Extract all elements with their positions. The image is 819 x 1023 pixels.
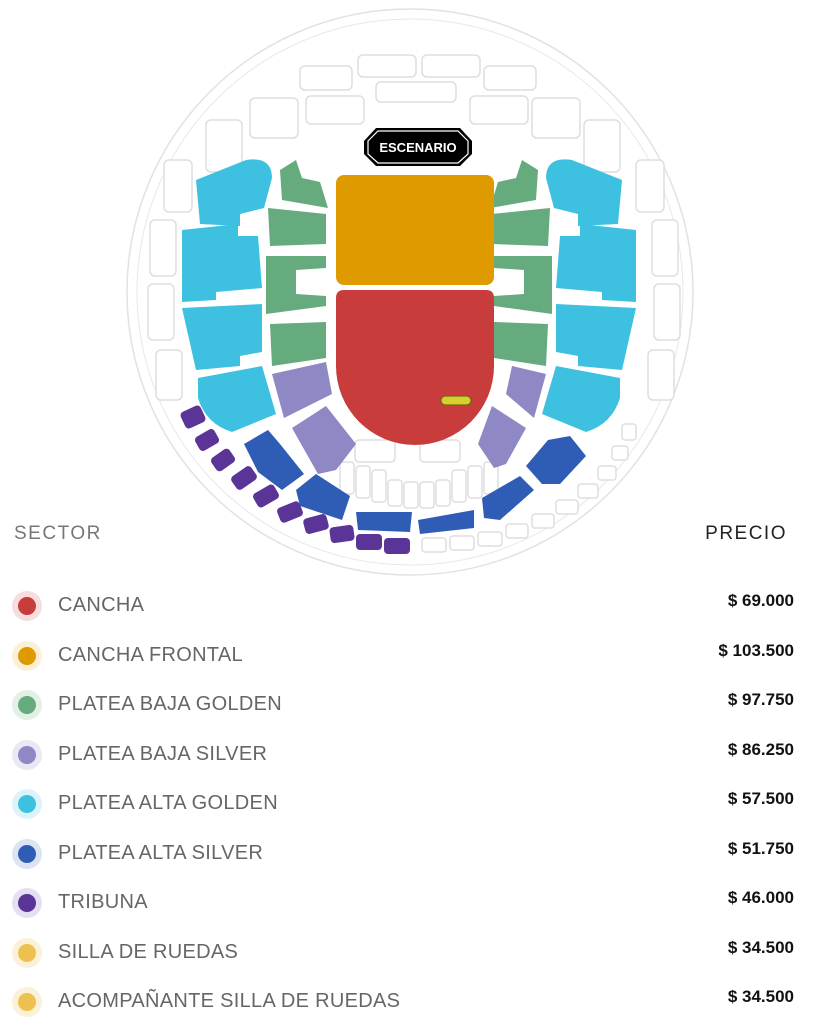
- sector-price: $ 97.750: [727, 690, 794, 709]
- sector-row[interactable]: SILLA DE RUEDAS $ 34.500: [0, 934, 819, 974]
- sector-platea-baja-golden[interactable]: [266, 160, 552, 366]
- sector-color-dot: [18, 745, 36, 764]
- sector-platea-alta-golden[interactable]: [182, 159, 636, 432]
- sector-color-dot: [18, 597, 36, 615]
- sector-platea-alta-silver[interactable]: [244, 430, 586, 534]
- sector-color-dot: [18, 696, 36, 714]
- sector-row[interactable]: ACOMPAÑANTE SILLA DE RUEDAS $ 34.500: [0, 983, 819, 1023]
- sector-row[interactable]: PLATEA BAJA GOLDEN $ 97.750: [0, 686, 819, 726]
- sector-color-dot: [18, 646, 36, 665]
- sector-color-swatch: [12, 690, 42, 720]
- sector-color-swatch: [12, 888, 42, 918]
- sector-color-dot: [18, 795, 36, 813]
- sector-price: $ 34.500: [727, 937, 794, 957]
- sector-color-swatch: [12, 789, 42, 819]
- stage: ESCENARIO: [364, 128, 472, 166]
- sector-color-swatch: [12, 640, 42, 671]
- sector-price: $ 69.000: [727, 591, 794, 610]
- sector-color-swatch: [12, 838, 42, 869]
- sector-name: PLATEA BAJA GOLDEN: [58, 693, 283, 715]
- stage-label: ESCENARIO: [379, 140, 456, 155]
- sector-row[interactable]: PLATEA ALTA GOLDEN $ 57.500: [0, 785, 819, 825]
- sector-row[interactable]: CANCHA $ 69.000: [0, 587, 819, 627]
- sector-price: $ 46.000: [727, 888, 794, 907]
- sector-price: $ 103.500: [718, 640, 794, 660]
- venue-map: ESCENARIO: [126, 8, 694, 576]
- sector-name: TRIBUNA: [58, 891, 148, 913]
- sector-color-dot: [18, 844, 36, 863]
- sector-name: PLATEA BAJA SILVER: [58, 742, 268, 765]
- sector-name: PLATEA ALTA SILVER: [58, 841, 264, 864]
- price-column-header: PRECIO: [705, 523, 787, 544]
- unavailable-sections-top: [147, 54, 681, 401]
- sector-cancha-frontal[interactable]: [336, 175, 494, 285]
- sector-color-swatch: [12, 937, 42, 968]
- sector-price: $ 86.250: [727, 739, 794, 759]
- sector-price: $ 51.750: [727, 838, 794, 858]
- sector-name: SILLA DE RUEDAS: [58, 940, 239, 963]
- sector-column-header: SECTOR: [14, 523, 102, 544]
- sector-cancha[interactable]: [336, 290, 494, 445]
- sector-name: CANCHA: [58, 594, 145, 616]
- sector-color-swatch: [12, 987, 42, 1017]
- sector-platea-baja-silver[interactable]: [272, 362, 546, 474]
- sector-price: $ 57.500: [727, 789, 794, 808]
- sector-color-swatch: [12, 739, 42, 770]
- sector-row[interactable]: CANCHA FRONTAL $ 103.500: [0, 637, 819, 677]
- sector-color-swatch: [12, 591, 42, 621]
- sector-color-dot: [18, 943, 36, 962]
- sector-price: $ 34.500: [727, 987, 794, 1006]
- sector-name: CANCHA FRONTAL: [58, 643, 243, 666]
- unavailable-sections-bottom: [339, 423, 637, 553]
- sector-color-dot: [18, 894, 36, 912]
- sector-row[interactable]: PLATEA ALTA SILVER $ 51.750: [0, 835, 819, 875]
- sector-row[interactable]: PLATEA BAJA SILVER $ 86.250: [0, 736, 819, 776]
- accessible-platform-marker[interactable]: [440, 395, 472, 406]
- sector-color-dot: [18, 993, 36, 1011]
- venue-inner-ring: [136, 18, 684, 566]
- sector-row[interactable]: TRIBUNA $ 46.000: [0, 884, 819, 924]
- sector-tribuna[interactable]: [179, 404, 410, 554]
- sector-name: PLATEA ALTA GOLDEN: [58, 792, 278, 814]
- sector-name: ACOMPAÑANTE SILLA DE RUEDAS: [58, 990, 401, 1012]
- venue-outer-ring: [126, 8, 694, 576]
